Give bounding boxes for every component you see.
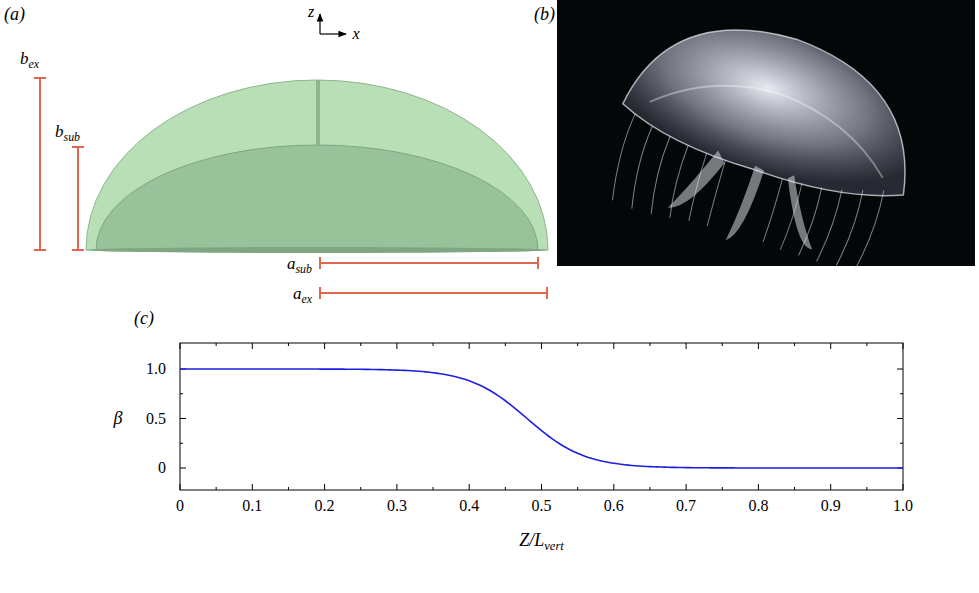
tick-marks: [180, 343, 903, 490]
tick-label: 0.9: [821, 498, 841, 514]
tick-label: 0.8: [748, 498, 768, 514]
tick-label: 0.7: [676, 498, 696, 514]
panel-letter: (b): [534, 5, 555, 23]
tick-label: 0: [176, 498, 184, 514]
tick-label: 0.1: [242, 498, 262, 514]
plot-frame: [180, 343, 903, 490]
panel-letter: (c): [134, 309, 154, 327]
tick-label: 0.2: [315, 498, 335, 514]
tick-label: 1.0: [146, 361, 166, 377]
line-plot: [180, 343, 903, 490]
dimension-label: bex: [20, 50, 39, 67]
dimension-label: aex: [293, 285, 312, 302]
tick-label: 0.5: [146, 411, 166, 427]
dimension-label: asub: [287, 255, 312, 272]
tick-label: 0.3: [387, 498, 407, 514]
tick-label: 0.6: [604, 498, 624, 514]
tick-label: 0: [158, 460, 166, 476]
tick-label: 0.5: [532, 498, 552, 514]
axis-name: x: [352, 26, 359, 42]
tick-label: 0.4: [459, 498, 479, 514]
dimension-bars: [34, 78, 547, 299]
axis-title: β: [114, 409, 123, 427]
jellyfish-photo: [557, 0, 975, 288]
tick-label: 1.0: [893, 498, 913, 514]
axis-title: Z/Lvert: [519, 531, 564, 549]
bell-model: [86, 80, 548, 253]
dimension-label: bsub: [55, 123, 80, 140]
axes-glyph: [320, 14, 346, 34]
axis-name: z: [308, 4, 314, 20]
beta-curve: [180, 369, 903, 468]
panel-letter: (a): [4, 5, 25, 23]
